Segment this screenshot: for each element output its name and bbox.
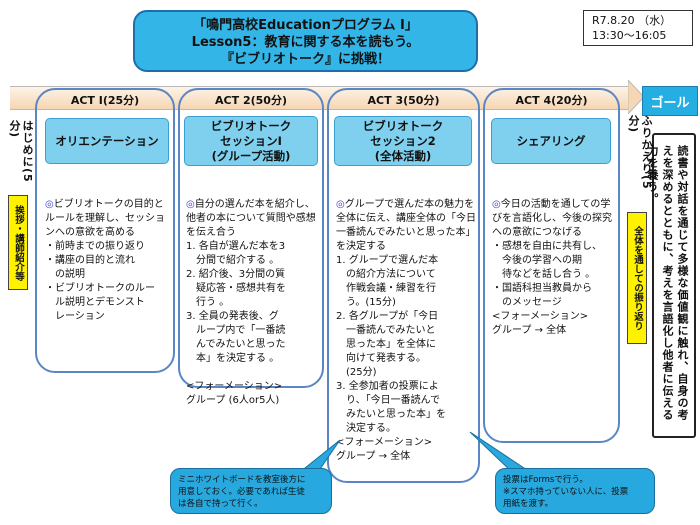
act-3-lead: グループで選んだ本の魅力を全体に伝え、講座全体の「今日一番読んでみたいと思った本… (336, 199, 476, 252)
act-2-heading-line-3: (グループ活動) (211, 148, 291, 163)
title-line-1: 「鳴門高校Educationプログラム Ⅰ」 (193, 18, 418, 33)
reflection-tag: 全体を通しての振り返り (627, 212, 647, 344)
act-2-heading: ビブリオトーク セッションⅠ (グループ活動) (184, 116, 318, 166)
act-3-panel (327, 88, 480, 483)
act-1-details: ・前時までの振り返り ・講座の目的と流れ の説明 ・ビブリオトークのルー ル説明… (45, 241, 155, 322)
act-4-details: ・感想を自由に共有し、 今後の学習への期 待などを話し合う 。 ・国語科担当教員… (492, 241, 602, 336)
act-4-heading-line-1: シェアリング (516, 133, 586, 148)
spiral-icon: ◎ (492, 199, 501, 210)
goal-statement: 読書や対話を通じて多様な価値観に触れ、自身の考えを深めるとともに、考えを言語化し… (646, 133, 696, 438)
act-1-lead: ビブリオトークの目的とルールを理解し、セッションへの意欲を高める (45, 199, 165, 238)
act-2-heading-line-2: セッションⅠ (220, 133, 282, 148)
act-3-heading-line-3: (全体活動) (374, 148, 432, 163)
act-3-details: 1. グループで選んだ本 の紹介方法について 作戦会議・練習を行 う。(15分)… (336, 255, 446, 462)
act-3-heading-line-1: ビブリオトーク (362, 118, 444, 133)
goal-label: ゴール (642, 86, 698, 116)
act-4-label: ACT 4(20分) (515, 94, 588, 107)
date-line: R7.8.20 （水） (592, 14, 672, 27)
title-line-3: 『ビブリオトーク』に挑戦！ (220, 52, 390, 67)
intro-label: はじめに(5分) (8, 120, 34, 183)
act-3-heading-line-2: セッション2 (370, 133, 436, 148)
act-4-lead: 今日の活動を通しての学びを言語化し、今後の探究への意欲につなげる (492, 199, 612, 238)
reflection-label: ふりかえり(5分) (627, 115, 653, 190)
act-2-label: ACT 2(50分) (215, 94, 287, 107)
spiral-icon: ◎ (186, 199, 195, 210)
callout-2-pointer (469, 431, 532, 473)
lesson-title-box: 「鳴門高校Educationプログラム Ⅰ」 Lesson5：教育に関する本を読… (133, 10, 478, 72)
spiral-icon: ◎ (45, 199, 54, 210)
act-3-heading: ビブリオトーク セッション2 (全体活動) (334, 116, 472, 166)
act-4-heading: シェアリング (491, 118, 611, 164)
act-2-body: ◎自分の選んだ本を紹介し、他者の本について質問や感想を伝え合う 1. 各自が選ん… (186, 184, 320, 408)
act-1-heading: オリエンテーション (45, 118, 169, 164)
spiral-icon: ◎ (336, 199, 345, 210)
act-1-heading-line-1: オリエンテーション (55, 133, 159, 148)
act-1-body: ◎ビブリオトークの目的とルールを理解し、セッションへの意欲を高める ・前時までの… (45, 184, 169, 324)
intro-tag: 挨拶・講師紹介等 (8, 195, 28, 290)
act-1-label: ACT Ⅰ(25分) (70, 94, 140, 107)
time-line: 13:30～16:05 (592, 29, 667, 42)
act-2-details: 1. 各自が選んだ本を3 分間で紹介する 。 2. 紹介後、3分間の質 疑応答・… (186, 241, 286, 406)
act-2-heading-line-1: ビブリオトーク (210, 118, 292, 133)
act-4-panel (483, 88, 620, 443)
act-2-panel (178, 88, 324, 388)
act-2-lead: 自分の選んだ本を紹介し、他者の本について質問や感想を伝え合う (186, 199, 316, 238)
act-3-label: ACT 3(50分) (367, 94, 440, 107)
date-box: R7.8.20 （水） 13:30～16:05 (583, 10, 693, 46)
callout-forms-note: 投票はFormsで行う。 ※スマホ持っていない人に、投票 用紙を渡す。 (495, 468, 655, 514)
title-line-2: Lesson5：教育に関する本を読もう。 (191, 35, 420, 50)
act-1-panel (35, 88, 175, 373)
callout-whiteboard-note: ミニホワイトボードを教室後方に 用意しておく。必要であれば生徒 は各自で持って行… (170, 468, 332, 514)
timeline-arrow-head (628, 80, 644, 114)
act-4-body: ◎今日の活動を通しての学びを言語化し、今後の探究への意欲につなげる ・感想を自由… (492, 184, 616, 338)
act-3-body: ◎グループで選んだ本の魅力を全体に伝え、講座全体の「今日一番読んでみたいと思った… (336, 184, 476, 464)
